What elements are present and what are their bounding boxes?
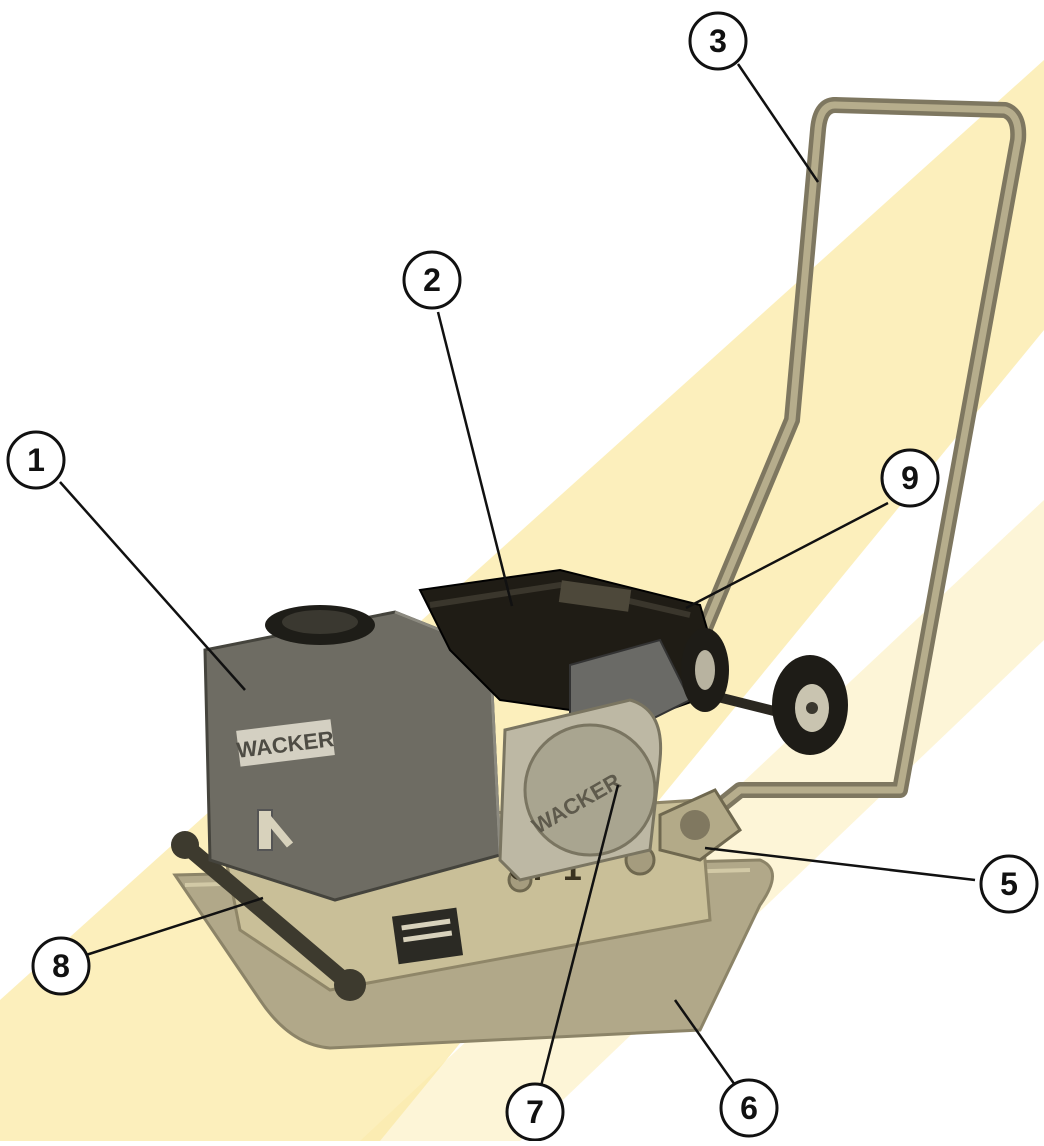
- svg-text:2: 2: [423, 262, 441, 298]
- callouts: 1 2 3 5 6 7 8 9: [6, 11, 1039, 1142]
- callout-7: 7: [505, 1082, 565, 1142]
- leader-line-8: [85, 896, 264, 957]
- svg-text:9: 9: [901, 460, 919, 496]
- leader-line-7: [538, 784, 620, 1091]
- svg-text:5: 5: [1000, 866, 1018, 902]
- callout-9: 9: [880, 448, 940, 508]
- svg-text:8: 8: [52, 948, 70, 984]
- leader-line-9: [685, 501, 889, 610]
- callout-1: 1: [6, 430, 66, 490]
- leader-line-6: [673, 999, 737, 1086]
- leader-line-1: [59, 481, 246, 691]
- svg-text:6: 6: [740, 1090, 758, 1126]
- leader-lines: [59, 63, 976, 1091]
- leader-line-5: [704, 846, 976, 882]
- svg-text:3: 3: [709, 23, 727, 59]
- belt-guard: WACKER: [498, 698, 663, 882]
- svg-text:7: 7: [526, 1094, 544, 1130]
- callout-3: 3: [688, 11, 748, 71]
- callout-6: 6: [719, 1078, 779, 1138]
- exciter-mount: [658, 788, 743, 862]
- svg-text:1: 1: [27, 442, 45, 478]
- front-bumper: [171, 831, 366, 1001]
- callout-5: 5: [979, 854, 1039, 914]
- handle: [682, 97, 1027, 838]
- leader-line-2: [436, 311, 514, 607]
- engine: [418, 568, 727, 737]
- water-tank: WACKER: [203, 605, 502, 902]
- leader-line-3: [736, 63, 820, 183]
- callout-8: 8: [31, 936, 91, 996]
- transport-wheels: [681, 628, 848, 755]
- callout-2: 2: [402, 250, 462, 310]
